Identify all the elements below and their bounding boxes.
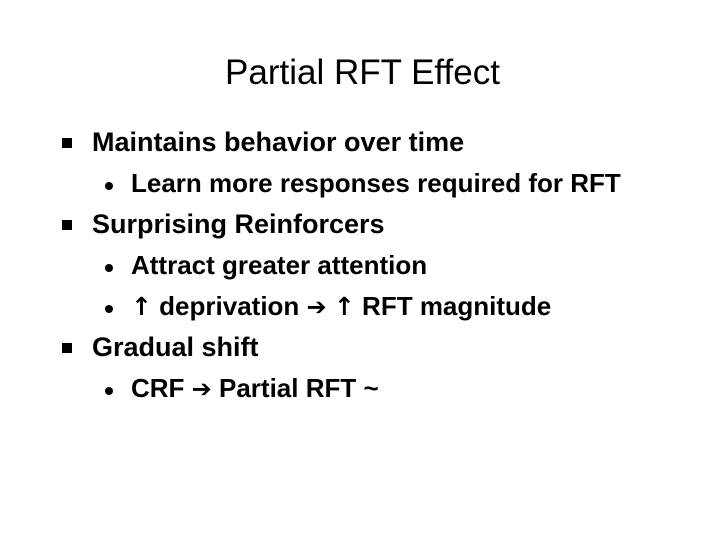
bullet-text: Learn more responses required for RFT <box>131 168 621 198</box>
list-item: Maintains behavior over time Learn more … <box>58 122 662 204</box>
bullet-text: Maintains behavior over time <box>92 127 465 157</box>
list-item: Learn more responses required for RFT <box>99 163 662 204</box>
dot-bullet-icon <box>105 387 113 395</box>
list-item: Attract greater attention <box>99 245 662 286</box>
bullet-list-level2: Attract greater attention ↑ deprivation … <box>92 245 662 327</box>
square-bullet-icon <box>62 138 72 148</box>
right-arrow-icon: ➔ <box>306 293 327 321</box>
list-item: Gradual shift CRF ➔ Partial RFT ~ <box>58 327 662 409</box>
dot-bullet-icon <box>105 305 113 313</box>
bullet-list-level1: Maintains behavior over time Learn more … <box>58 122 662 409</box>
bullet-text: Attract greater attention <box>131 250 428 280</box>
up-arrow-icon: ↑ <box>333 292 355 321</box>
bullet-list-level2: CRF ➔ Partial RFT ~ <box>92 368 662 409</box>
dot-bullet-icon <box>105 182 113 190</box>
slide-body: Maintains behavior over time Learn more … <box>58 122 662 409</box>
bullet-text-with-glyphs: CRF ➔ Partial RFT ~ <box>131 373 379 403</box>
list-item: ↑ deprivation ➔ ↑ RFT magnitude <box>99 286 662 327</box>
bullet-list-level2: Learn more responses required for RFT <box>92 163 662 204</box>
bullet-text: Gradual shift <box>92 332 259 362</box>
dot-bullet-icon <box>105 264 113 272</box>
right-arrow-icon: ➔ <box>191 375 212 403</box>
list-item: CRF ➔ Partial RFT ~ <box>99 368 662 409</box>
page-title: Partial RFT Effect <box>225 53 500 93</box>
bullet-text-with-glyphs: ↑ deprivation ➔ ↑ RFT magnitude <box>131 291 552 321</box>
bullet-text: Surprising Reinforcers <box>92 209 385 239</box>
square-bullet-icon <box>62 343 72 353</box>
square-bullet-icon <box>62 220 72 230</box>
list-item: Surprising Reinforcers Attract greater a… <box>58 204 662 327</box>
up-arrow-icon: ↑ <box>131 292 152 321</box>
